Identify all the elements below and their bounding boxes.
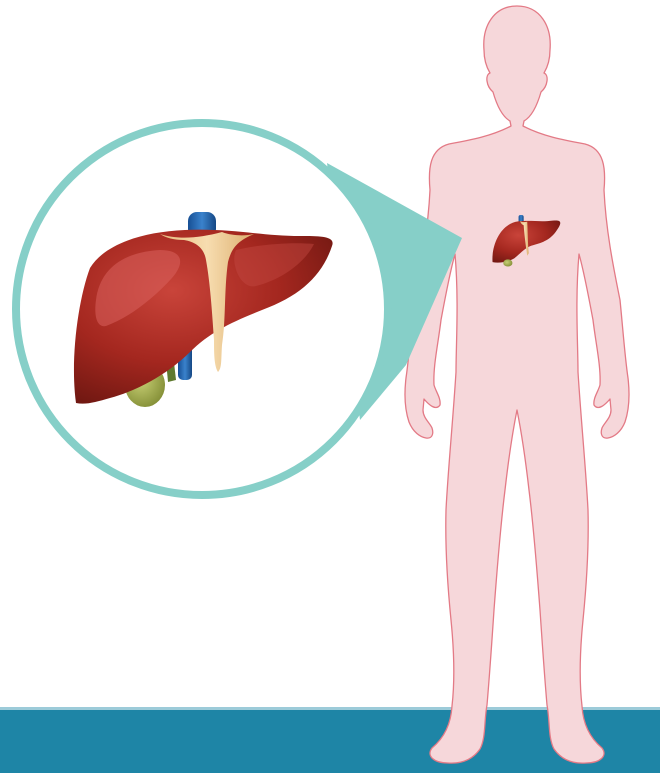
small-gallbladder — [503, 259, 512, 266]
